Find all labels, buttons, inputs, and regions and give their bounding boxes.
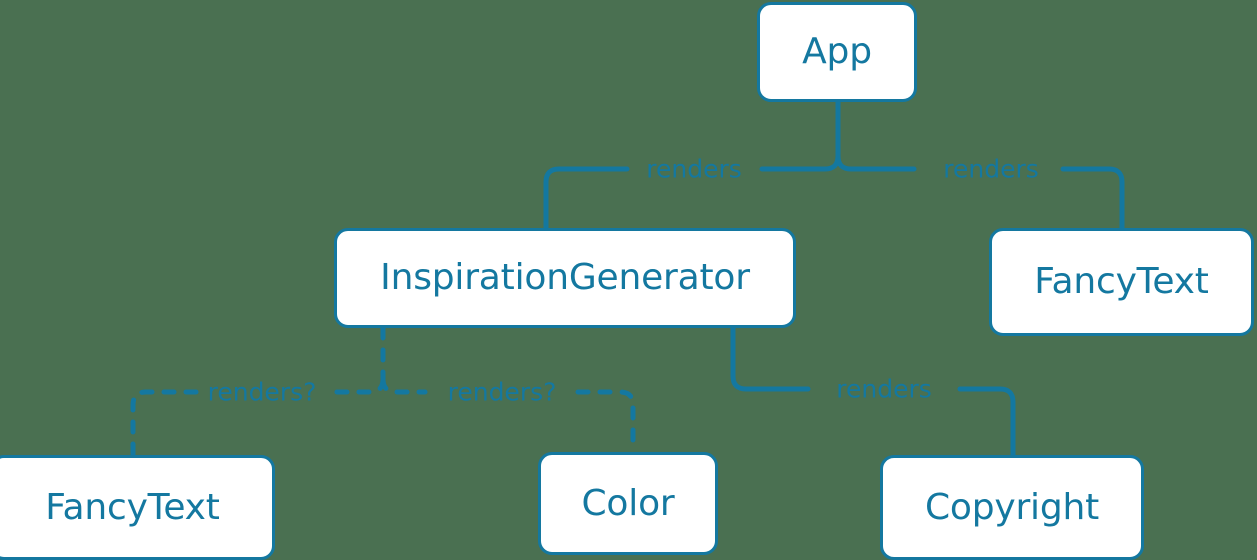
edge-label-inspiration-to-copyright: renders	[836, 374, 932, 404]
edge-inspiration-to-fancytext-right-seg	[327, 376, 386, 395]
edge-inspiration-to-copyright-right-seg	[957, 386, 1016, 458]
node-app[interactable]: App	[757, 2, 917, 102]
node-fancytext-right-label: FancyText	[1034, 261, 1209, 302]
node-copyright[interactable]: Copyright	[880, 455, 1144, 560]
edge-label-inspiration-to-fancytext: renders?	[207, 377, 317, 407]
node-fancytext-right[interactable]: FancyText	[989, 228, 1254, 336]
node-inspiration-generator-label: InspirationGenerator	[380, 257, 750, 298]
edge-app-to-fancytext-left-seg	[835, 153, 917, 172]
edge-inspiration-to-fancytext-left-seg	[130, 389, 199, 458]
edge-app-to-inspiration-right-seg	[759, 153, 841, 172]
edge-inspiration-to-copyright-left-seg	[730, 325, 811, 392]
edge-label-app-to-fancytext: renders	[943, 154, 1039, 184]
node-fancytext-bottom-label: FancyText	[45, 486, 220, 528]
edge-app-to-fancytext-right-seg	[1060, 166, 1125, 231]
edge-inspiration-to-color-left-seg	[380, 376, 428, 395]
node-app-label: App	[802, 31, 872, 72]
node-fancytext-bottom[interactable]: FancyText	[0, 455, 275, 560]
node-color[interactable]: Color	[538, 452, 718, 555]
edge-label-inspiration-to-color: renders?	[447, 377, 557, 407]
edge-label-app-to-inspiration: renders	[646, 154, 742, 184]
node-color-label: Color	[581, 482, 675, 524]
node-inspiration-generator[interactable]: InspirationGenerator	[334, 228, 796, 328]
node-copyright-label: Copyright	[924, 486, 1100, 528]
edge-inspiration-to-color-right-seg	[575, 389, 636, 455]
edge-app-to-inspiration-left-seg	[543, 166, 630, 231]
